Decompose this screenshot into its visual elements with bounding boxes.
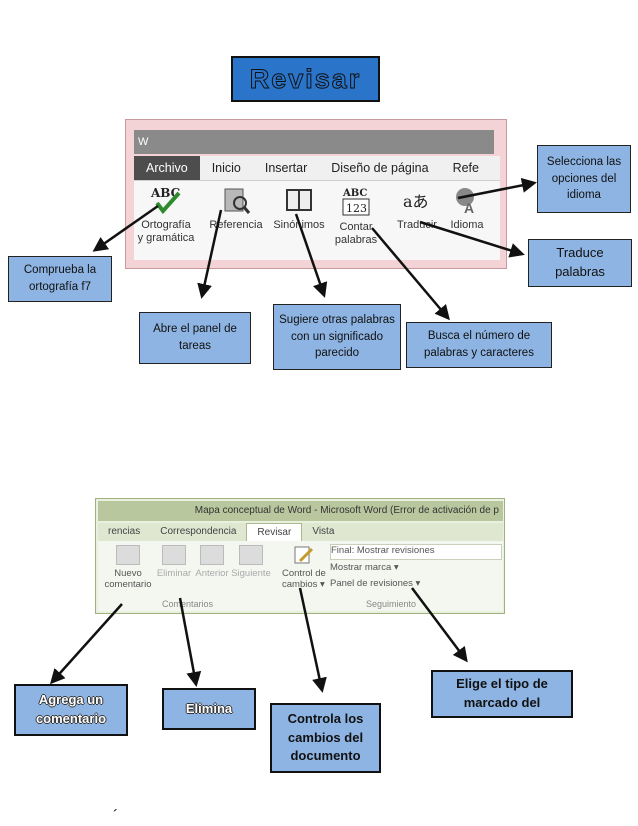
callout-comprueba: Comprueba la ortografía f7 [8, 256, 112, 302]
contar-label-1: Contar [339, 221, 373, 233]
referencia-button[interactable]: Referencia [206, 185, 266, 232]
tab-insertar[interactable]: Insertar [264, 161, 308, 175]
svg-text:aあ: aあ [403, 192, 429, 211]
previous-comment-icon [200, 545, 224, 565]
tab-correspondencia[interactable]: Correspondencia [160, 526, 237, 537]
nuevo-label-2: comentario [104, 579, 152, 590]
mostrar-marcas-dropdown[interactable]: Mostrar marca ▾ [330, 562, 399, 573]
nuevo-comentario-button[interactable]: Nuevo comentario [104, 545, 152, 590]
delete-comment-icon [162, 545, 186, 565]
ribbon-tabs: Archivo Inicio Insertar Diseño de página… [134, 156, 500, 180]
tab-inicio[interactable]: Inicio [211, 161, 241, 175]
callout-controla: Controla los cambios del documento [270, 703, 381, 773]
panel-revisiones-dropdown[interactable]: Panel de revisiones ▾ [330, 578, 420, 589]
ribbon-panel: ABC Ortografía y gramática Referencia Si… [134, 180, 500, 260]
title-text: Revisar [249, 63, 362, 94]
arrow-comprueba [92, 204, 159, 252]
page-title: Revisar [231, 56, 380, 102]
contar-palabras-button[interactable]: ABC 123 Contar palabras [332, 185, 380, 247]
callout-elimina: Elimina [162, 688, 256, 730]
track-changes-icon [294, 546, 314, 564]
referencia-label: Referencia [209, 219, 263, 231]
tab-diseno[interactable]: Diseño de página [331, 161, 429, 175]
tab-referencias-2[interactable]: rencias [108, 526, 141, 537]
sinonimos-button[interactable]: Sinónimos [269, 185, 329, 232]
idioma-label: Idioma [450, 219, 484, 231]
stray-mark: ´ [113, 808, 119, 825]
callout-agrega-text: Agrega un comentario [35, 692, 107, 726]
nuevo-label-1: Nuevo [114, 568, 142, 579]
word-logo: W [138, 136, 149, 148]
callout-busca-text: Busca el número de palabras y caracteres [424, 330, 534, 359]
callout-selecciona-text: Selecciona las opciones del idioma [546, 155, 622, 202]
group-comentarios-label: Comentarios [162, 599, 214, 609]
callout-sugiere: Sugiere otras palabras con un significad… [273, 304, 401, 370]
callout-sugiere-text: Sugiere otras palabras con un significad… [279, 313, 395, 360]
svg-text:A: A [464, 200, 474, 215]
arrow-elige [411, 587, 468, 663]
new-comment-icon [116, 545, 140, 565]
final-value: Final: Mostrar revisiones [331, 545, 435, 556]
callout-elige-text: Elige el tipo de marcado del [456, 676, 548, 710]
arrow-agrega [49, 603, 123, 685]
tab-referencias[interactable]: Refe [452, 161, 479, 175]
tab-revisar[interactable]: Revisar [246, 523, 303, 541]
thesaurus-book-icon [286, 189, 312, 211]
callout-traduce: Traduce palabras [528, 239, 632, 287]
control-label-2: cambios ▾ [282, 579, 325, 590]
spellcheck-icon: ABC [150, 186, 181, 215]
svg-text:ABC: ABC [342, 188, 367, 199]
ribbon-panel-2: Nuevo comentario Eliminar Anterior Sigui… [98, 541, 503, 611]
next-comment-icon [239, 545, 263, 565]
group-seguimiento-label: Seguimiento [366, 599, 417, 609]
callout-agrega: Agrega un comentario [14, 684, 128, 736]
control-label-1: Control de [282, 568, 326, 579]
eliminar-button[interactable]: Eliminar [154, 545, 194, 579]
panel-label: Panel de revisiones ▾ [330, 578, 421, 589]
anterior-button[interactable]: Anterior [194, 545, 230, 579]
ribbon-screenshot-comentarios: Mapa conceptual de Word - Microsoft Word… [95, 498, 505, 614]
callout-comprueba-text: Comprueba la ortografía f7 [23, 264, 97, 293]
callout-traduce-text: Traduce palabras [555, 245, 605, 279]
tab-vista[interactable]: Vista [312, 526, 335, 537]
anterior-label: Anterior [195, 568, 229, 579]
ortografia-label-1: Ortografía [141, 219, 191, 231]
arrow-elimina [178, 597, 202, 687]
arrow-traduce [419, 220, 525, 258]
svg-text:123: 123 [346, 202, 367, 215]
arrow-busca [371, 227, 450, 321]
callout-elige: Elige el tipo de marcado del [431, 670, 573, 718]
eliminar-label: Eliminar [156, 568, 192, 579]
traducir-button[interactable]: aあ Traducir [392, 185, 442, 232]
callout-abre: Abre el panel de tareas [139, 312, 251, 364]
traducir-label: Traducir [397, 219, 437, 231]
siguiente-label: Siguiente [231, 568, 271, 579]
ortografia-label-2: y gramática [137, 232, 195, 244]
display-review-select[interactable]: Final: Mostrar revisiones [330, 544, 502, 560]
window-title: Mapa conceptual de Word - Microsoft Word… [194, 505, 499, 516]
quick-access-toolbar: W [134, 130, 494, 154]
siguiente-button[interactable]: Siguiente [231, 545, 271, 579]
window-title-bar: Mapa conceptual de Word - Microsoft Word… [98, 501, 503, 521]
callout-controla-text: Controla los cambios del documento [287, 710, 364, 764]
ortografia-button[interactable]: ABC Ortografía y gramática [136, 185, 196, 245]
word-count-icon: ABC 123 [342, 188, 370, 216]
arrow-sugiere [294, 213, 328, 298]
arrow-controla [298, 587, 327, 693]
callout-busca: Busca el número de palabras y caracteres [406, 322, 552, 368]
research-book-icon [224, 188, 251, 214]
translate-icon: aあ [403, 192, 429, 211]
arrow-abre [197, 209, 223, 299]
tab-archivo[interactable]: Archivo [134, 156, 200, 180]
svg-text:ABC: ABC [150, 186, 180, 200]
arrow-selecciona [457, 177, 537, 200]
callout-elimina-text: Elimina [185, 700, 233, 716]
control-cambios-button[interactable]: Control de cambios ▾ [282, 545, 326, 590]
mostrar-label: Mostrar marca ▾ [330, 562, 399, 573]
contar-label-2: palabras [334, 234, 378, 246]
ribbon-tabs-2: rencias Correspondencia Revisar Vista [98, 523, 503, 541]
callout-selecciona: Selecciona las opciones del idioma [537, 145, 631, 213]
callout-abre-text: Abre el panel de tareas [153, 323, 237, 352]
